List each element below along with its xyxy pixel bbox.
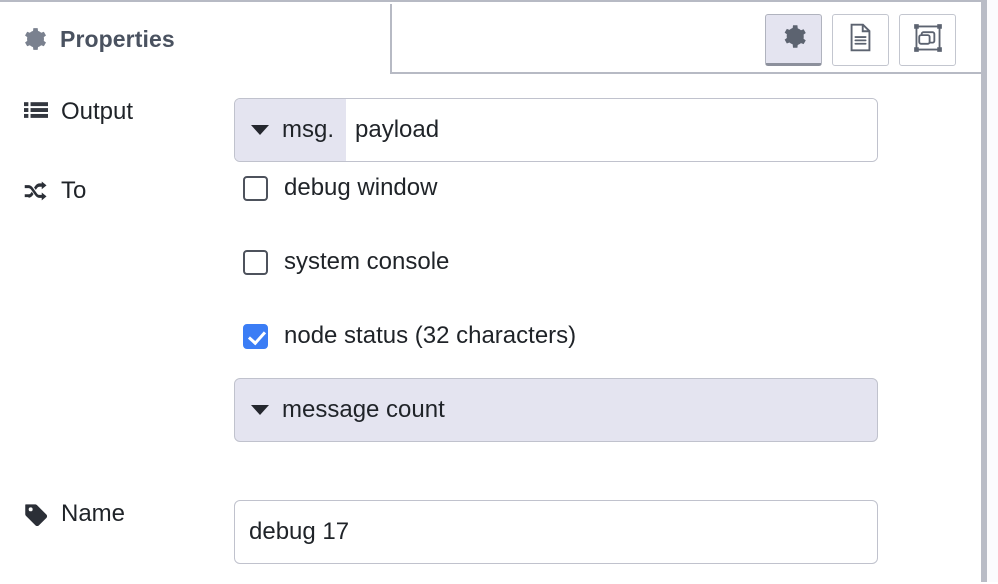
checkbox-system-console-box[interactable] [243, 249, 268, 275]
output-type-selector[interactable]: msg. [235, 99, 347, 161]
checkbox-debug-window-label: debug window [284, 174, 438, 201]
document-icon [847, 23, 874, 57]
checkbox-node-status-label: node status (32 characters) [284, 322, 577, 349]
node-edit-panel: Properties [0, 0, 981, 582]
tab-bar-baseline [392, 72, 981, 74]
appearance-tab-button[interactable] [899, 14, 956, 66]
output-type-label: msg. [282, 116, 335, 143]
workspace-canvas-strip [981, 0, 998, 582]
output-label-text: Output [61, 98, 134, 125]
properties-form: Output msg. To [0, 74, 981, 584]
panel-resize-handle[interactable] [981, 0, 987, 582]
tag-icon [22, 502, 50, 526]
checkbox-debug-window[interactable]: debug window [243, 174, 437, 202]
form-row-to: To debug window system console node stat… [0, 174, 981, 442]
tab-properties-label: Properties [60, 25, 175, 52]
tab-bar: Properties [0, 4, 981, 74]
to-label: To [0, 177, 234, 205]
shuffle-icon [22, 179, 50, 203]
node-appearance-icon [913, 23, 943, 58]
output-property-input[interactable] [346, 99, 877, 161]
checkbox-node-status-box[interactable] [243, 323, 268, 349]
properties-tab-button[interactable] [765, 14, 822, 66]
checkbox-debug-window-box[interactable] [243, 175, 268, 201]
name-input[interactable] [234, 500, 878, 564]
chevron-down-icon [251, 125, 269, 135]
output-label: Output [0, 98, 234, 126]
status-type-select-value: message count [282, 396, 445, 423]
gear-icon [780, 23, 807, 55]
list-icon [22, 101, 50, 123]
checkbox-system-console[interactable]: system console [243, 248, 449, 276]
name-label-text: Name [61, 500, 126, 527]
form-row-name: Name [0, 500, 981, 564]
output-typed-input[interactable]: msg. [234, 98, 878, 162]
to-label-text: To [61, 177, 87, 204]
checkbox-node-status[interactable]: node status (32 characters) [243, 322, 576, 350]
gear-icon [21, 26, 47, 52]
canvas-grid [987, 0, 998, 582]
form-row-output: Output msg. [0, 98, 981, 162]
description-tab-button[interactable] [832, 14, 889, 66]
tab-button-group [765, 14, 956, 66]
name-label: Name [0, 500, 234, 528]
tab-properties[interactable]: Properties [0, 4, 392, 74]
checkbox-system-console-label: system console [284, 248, 450, 275]
chevron-down-icon [251, 405, 269, 415]
status-type-select[interactable]: message count [234, 378, 878, 442]
